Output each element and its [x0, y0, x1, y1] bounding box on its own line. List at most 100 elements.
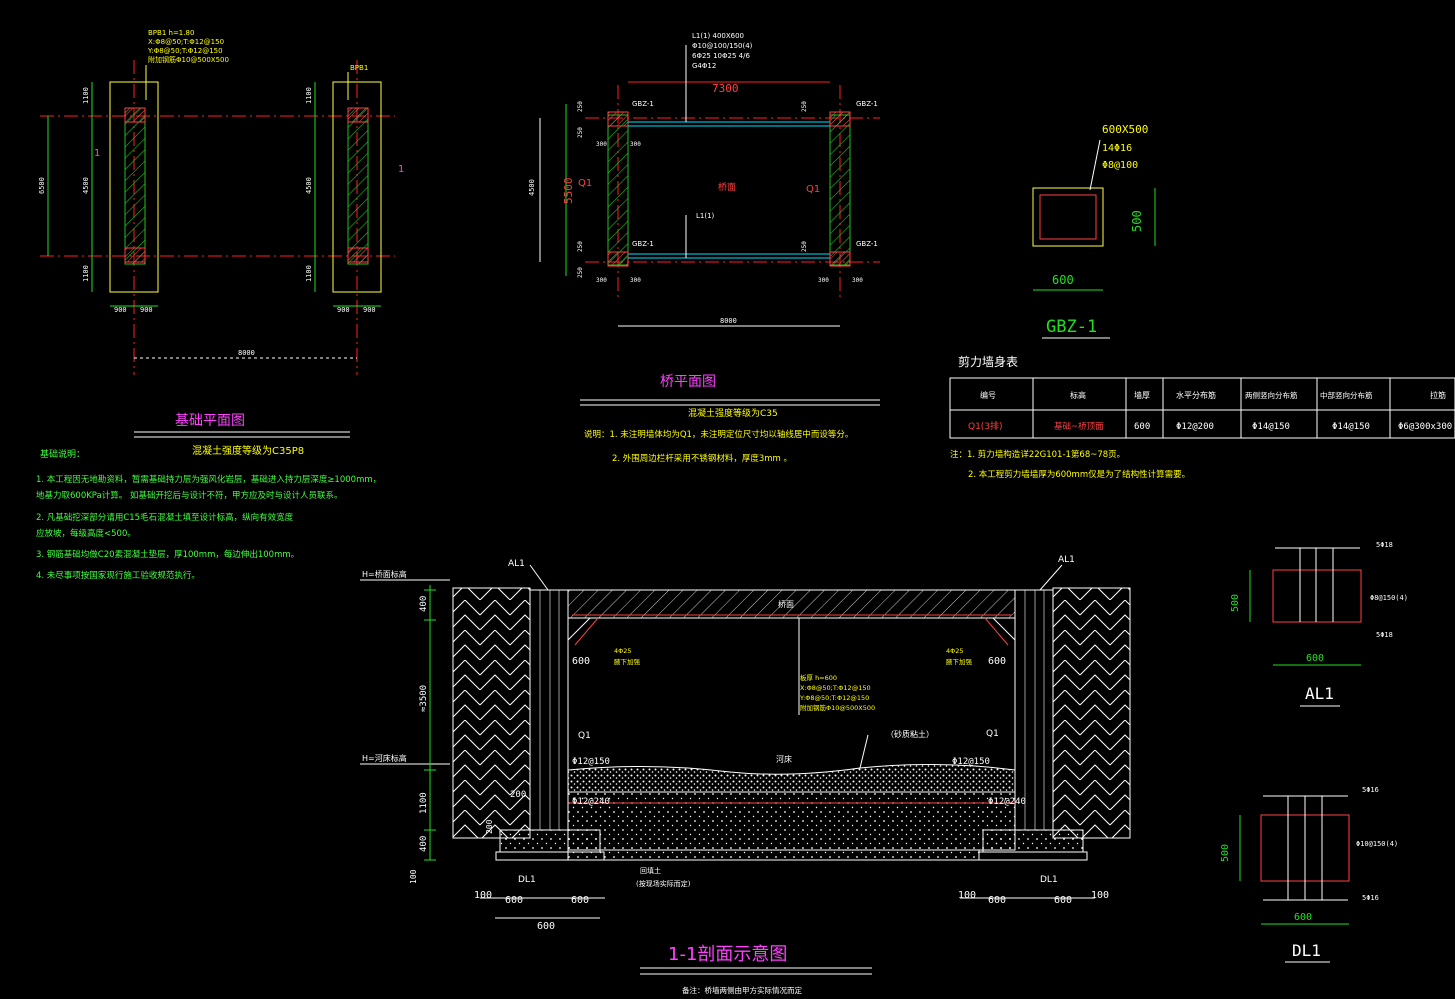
fill-label-2: (按现场实际而定) — [636, 879, 691, 888]
wt-header-3: 水平分布筋 — [1176, 390, 1216, 400]
dl1-bot-rebar: 5Φ16 — [1362, 894, 1379, 902]
bridge-note-2: 2. 外围周边栏杆采用不锈钢材料，厚度3mm 。 — [612, 453, 792, 464]
gbz-label-br: GBZ-1 — [856, 240, 878, 248]
wt-header-2: 墙厚 — [1134, 390, 1150, 400]
dim-8000-bridge: 8000 — [720, 317, 737, 325]
dim-600-bl1: 600 — [505, 895, 523, 906]
wt-header-5: 中部竖向分布筋 — [1320, 390, 1373, 400]
dim-100-left-v: 100 — [409, 869, 418, 884]
al-label-left: AL1 — [508, 559, 525, 569]
dim-5500: 5500 — [562, 178, 575, 205]
beam-rebar-2: 6Φ25 10Φ25 4/6 — [692, 52, 750, 60]
rebar-bot-right: Φ12@240 — [988, 797, 1026, 807]
q1-section-right: Q1 — [986, 729, 999, 739]
d250-f: 250 — [801, 241, 808, 252]
gbz-section — [1032, 139, 1156, 339]
beam-tag: L1(1) 400X600 — [692, 32, 744, 40]
foundation-note-1: 1. 本工程因无地勘资料，暂需基础持力层为强风化岩层，基础进入持力层深度≥100… — [36, 474, 381, 485]
dim-1100-bot-r: 1100 — [305, 265, 313, 282]
haunch-left: 4Φ25 — [614, 647, 632, 655]
gbz-dim-h: 500 — [1130, 210, 1144, 232]
slab-note-1: 板厚 h=600 — [800, 673, 837, 682]
d250-e: 250 — [801, 101, 808, 112]
wt-cell-1: 基础~桥顶面 — [1054, 421, 1104, 432]
beam-mid-label: L1(1) — [696, 212, 715, 220]
deck-label: 桥面 — [778, 599, 794, 609]
dl1-dim-h: 500 — [1220, 844, 1231, 862]
gbz-dim-w: 600 — [1052, 273, 1074, 287]
dim-600-br2: 600 — [1054, 895, 1072, 906]
d250-d: 250 — [577, 267, 584, 278]
section-mark-left: 1 — [94, 148, 100, 159]
fill-label: 回填土 — [640, 866, 661, 875]
dim-200-a: 200 — [510, 790, 526, 800]
foundation-plan-title: 基础平面图 — [175, 412, 245, 429]
rebar-deck-left: Φ12@150 — [572, 757, 610, 767]
al1-dim-w: 600 — [1306, 653, 1324, 664]
slab-note-4: 附加钢筋Φ10@500X500 — [800, 703, 875, 712]
d300-c: 300 — [596, 277, 607, 284]
gbz-label-tr: GBZ-1 — [856, 100, 878, 108]
dl1-title: DL1 — [1292, 941, 1321, 960]
al1-section — [1249, 547, 1362, 707]
dim-1100: 1100 — [419, 792, 429, 814]
d300-e: 300 — [818, 277, 829, 284]
d250-c: 250 — [577, 241, 584, 252]
wt-cell-0: Q1(3排) — [968, 420, 1003, 432]
q1-label-left: Q1 — [578, 178, 592, 189]
dim-100-bl: 100 — [474, 890, 492, 901]
foundation-plan-subtitle: 混凝土强度等级为C35P8 — [192, 444, 304, 457]
deck-center-label: 桥面 — [718, 181, 736, 193]
section-mark-right: 1 — [398, 164, 404, 175]
q1-label-right: Q1 — [806, 184, 820, 195]
foundation-note-1b: 地基力取600KPa计算。 如基础开挖后与设计不符，甲方应及时与设计人员联系。 — [36, 490, 342, 501]
rebar-extra-note: 附加钢筋Φ10@500X500 — [148, 55, 229, 64]
wt-header-6: 拉筋 — [1430, 390, 1446, 400]
gbz-title: GBZ-1 — [1046, 317, 1097, 337]
bridge-plan — [539, 45, 880, 406]
foundation-note-3: 3. 钢筋基础均做C20素混凝土垫层，厚100mm，每边伸出100mm。 — [36, 549, 299, 560]
dim-3500: ≈3500 — [419, 685, 429, 712]
dim-900-a: 900 — [114, 306, 127, 314]
wall-tag-2: BPB1 — [350, 64, 368, 72]
dim-1100-top: 1100 — [82, 87, 90, 104]
al1-title: AL1 — [1305, 684, 1334, 703]
dim-600-bl3: 600 — [537, 921, 555, 932]
dim-400-top: 400 — [419, 596, 429, 612]
d250-b: 250 — [577, 127, 584, 138]
wt-header-0: 编号 — [980, 390, 996, 400]
gbz-main-rebar: 14Φ16 — [1102, 143, 1132, 154]
d300-a: 300 — [596, 141, 607, 148]
dl1-section — [1239, 795, 1350, 963]
foundation-note-2b: 应放坡，每级高度<500。 — [36, 528, 136, 539]
bridge-level-label: H=桥面标高 — [362, 569, 407, 579]
d250-a: 250 — [577, 101, 584, 112]
rebar-y-note: Y:Φ8@50;T:Φ12@150 — [147, 47, 223, 55]
gbz-label-tl: GBZ-1 — [632, 100, 654, 108]
beam-rebar-1: Φ10@100/150(4) — [692, 42, 753, 50]
d300-d: 300 — [630, 277, 641, 284]
wall-tag: BPB1 h=1.80 — [148, 29, 194, 37]
wt-cell-2: 600 — [1134, 422, 1150, 432]
dim-600-left: 600 — [572, 656, 590, 667]
wt-cell-3: Φ12@200 — [1176, 422, 1214, 432]
dim-7300: 7300 — [712, 82, 739, 95]
rebar-deck-right: Φ12@150 — [952, 757, 990, 767]
d300-f: 300 — [852, 277, 863, 284]
section-title: 1-1剖面示意图 — [668, 944, 787, 965]
dl1-mid-rebar: Φ10@150(4) — [1356, 840, 1398, 848]
rebar-x-note: X:Φ8@50;T:Φ12@150 — [148, 38, 224, 46]
dim-600-right: 600 — [988, 656, 1006, 667]
dim-8000: 8000 — [238, 349, 255, 357]
slab-note-2: X:Φ8@50;T:Φ12@150 — [800, 684, 871, 692]
al1-top-rebar: 5Φ18 — [1376, 541, 1393, 549]
haunch-left-2: 腋下加强 — [614, 657, 641, 666]
q1-section-left: Q1 — [578, 731, 591, 741]
dim-900-b: 900 — [140, 306, 153, 314]
wall-table-grid — [949, 377, 1455, 439]
dim-100-br2: 100 — [1091, 890, 1109, 901]
dim-400-bot: 400 — [419, 836, 429, 852]
bridge-plan-title: 桥平面图 — [660, 374, 716, 390]
sand-label: （砂质粘土） — [886, 729, 934, 739]
